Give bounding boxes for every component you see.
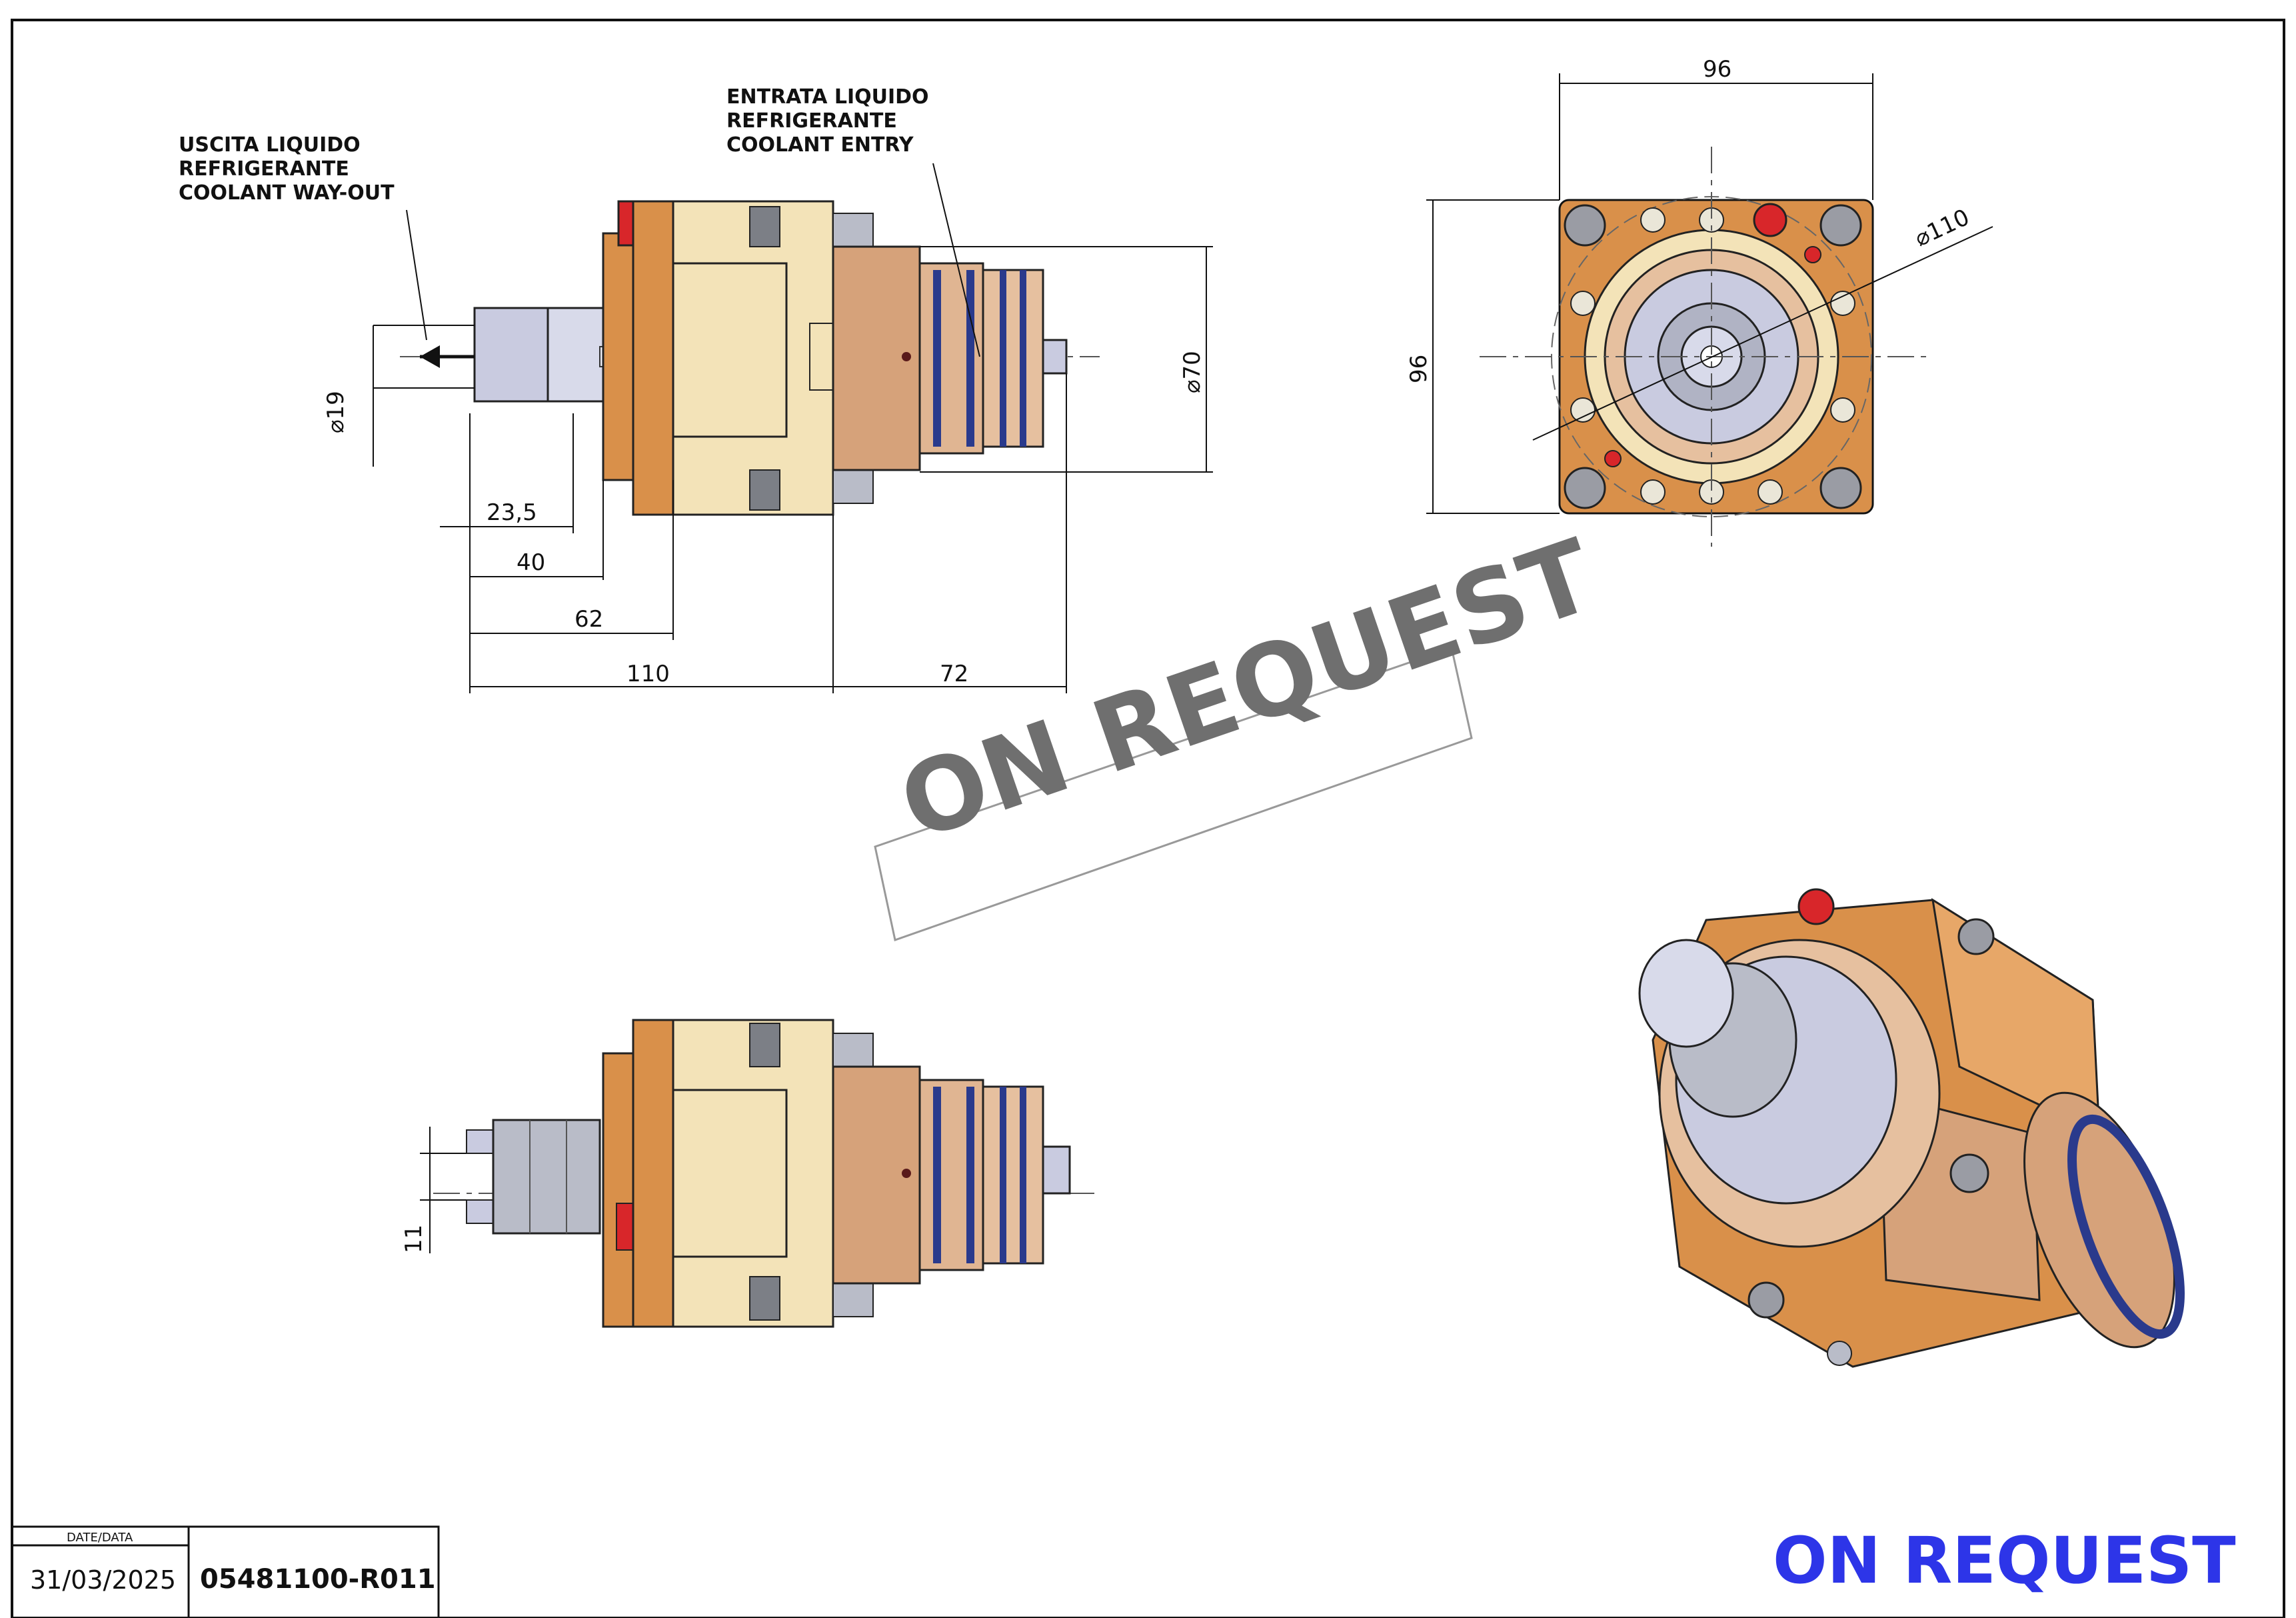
dim-110: 110 xyxy=(626,661,670,687)
watermark-frame xyxy=(874,647,1473,941)
dim-side-height: 96 xyxy=(1406,355,1432,383)
dim-d19: ⌀19 xyxy=(323,391,349,433)
on-request-badge: ON REQUEST xyxy=(1773,1523,2236,1598)
sheet-border xyxy=(11,19,2285,1618)
dim-d110-circle: ⌀110 xyxy=(1911,204,1973,252)
dim-d11: 11 xyxy=(401,1225,427,1253)
drawing-date: 31/03/2025 xyxy=(30,1565,177,1595)
date-label: DATE/DATA xyxy=(67,1531,133,1545)
drawing-code: 05481100-R011 xyxy=(200,1564,436,1595)
bottom-view: 11 xyxy=(401,1019,1100,1328)
dim-40: 40 xyxy=(517,549,545,576)
dim-d70: ⌀70 xyxy=(1179,351,1206,393)
note-coolant-entry: ENTRATA LIQUIDO REFRIGERANTE COOLANT ENT… xyxy=(726,85,929,157)
isometric-view xyxy=(1638,888,2185,1368)
side-view: ⌀19 23,5 40 62 110 72 ⌀70 xyxy=(323,163,1213,693)
note-coolant-exit: USCITA LIQUIDO REFRIGERANTE COOLANT WAY-… xyxy=(179,133,395,205)
dim-72: 72 xyxy=(940,661,968,687)
dim-23-5: 23,5 xyxy=(487,499,537,526)
front-view: 96 96 ⌀110 xyxy=(1406,56,1993,547)
title-block-frame xyxy=(11,1525,440,1618)
dim-top-width: 96 xyxy=(1703,56,1731,83)
dim-62: 62 xyxy=(574,606,603,633)
